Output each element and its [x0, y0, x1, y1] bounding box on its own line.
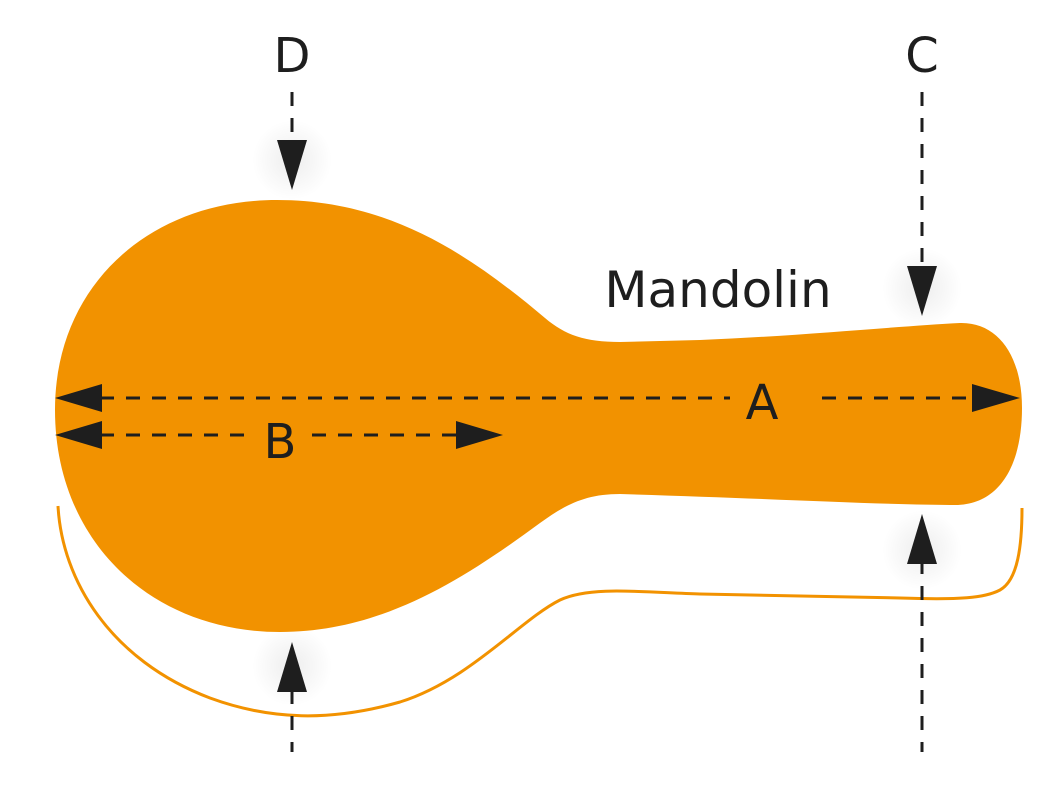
dimension-c-arrows: [907, 92, 937, 752]
dimension-a-arrow: [55, 384, 1020, 412]
label-c: C: [905, 28, 939, 84]
instrument-label: Mandolin: [604, 261, 831, 319]
label-a: A: [746, 375, 779, 431]
mandolin-body-shape: [55, 200, 1022, 632]
label-b: B: [264, 414, 297, 470]
side-profile-outline: [56, 505, 1024, 718]
dimension-d-arrows: [277, 92, 307, 752]
dimension-b-arrow: [55, 421, 503, 449]
label-d: D: [274, 28, 311, 84]
